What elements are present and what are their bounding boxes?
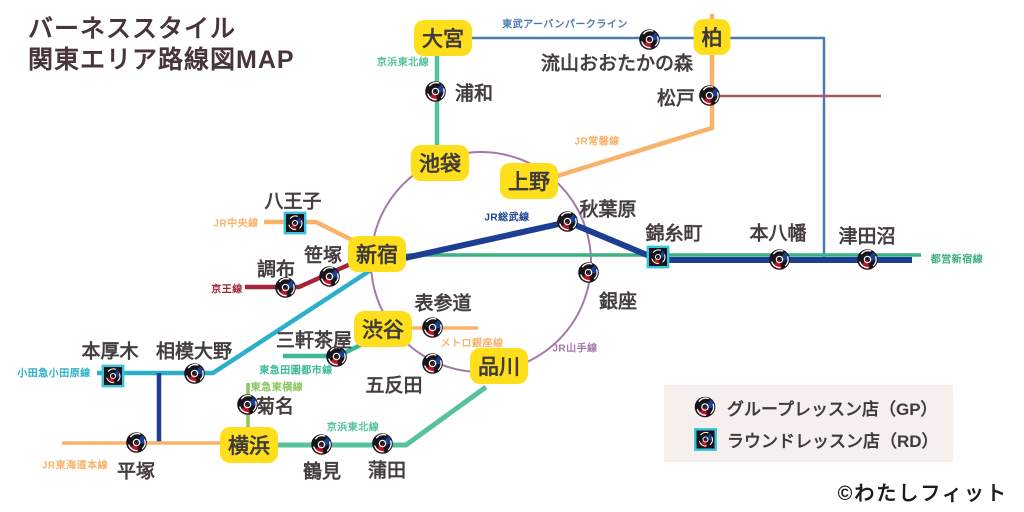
station-badge: 柏 [693, 19, 731, 55]
title-line-2: 関東エリア路線図MAP [28, 46, 295, 74]
gp-shop-icon [857, 249, 880, 272]
gp-shop-icon [326, 346, 349, 369]
station-badge: 大宮 [414, 20, 472, 56]
station-badge: 池袋 [411, 145, 469, 181]
station-label: 本厚木 [81, 341, 139, 363]
line-label: 京浜東北線 [326, 422, 380, 434]
rd-shop-icon [283, 211, 307, 235]
station-label: 松戸 [656, 88, 696, 110]
line-label: 都営新宿線 [930, 254, 984, 266]
station-label: 三軒茶屋 [275, 330, 353, 352]
line-tobu-urban-park [461, 36, 826, 258]
page-title: バーネススタイル 関東エリア路線図MAP [28, 14, 295, 76]
rd-shop-icon [101, 364, 125, 388]
legend: グループレッスン店（GP） ラウンドレッスン店（RD） [664, 385, 953, 462]
line-label: JR東海道本線 [41, 460, 109, 472]
gp-shop-icon [237, 394, 260, 417]
gp-shop-icon [319, 266, 342, 289]
line-label: 京王線 [211, 284, 243, 296]
station-label: 浦和 [454, 83, 494, 105]
line-keihin-tohoku-south [238, 384, 488, 448]
legend-item-rd: ラウンドレッスン店（RD） [694, 427, 953, 452]
station-label: 八王子 [264, 191, 322, 213]
gp-shop-icon [275, 277, 298, 300]
station-label: 錦糸町 [645, 223, 703, 245]
line-label: メトロ銀座線 [440, 338, 504, 350]
line-label: JR中央線 [213, 218, 259, 230]
gp-shop-icon [126, 432, 149, 455]
station-label: 五反田 [365, 375, 423, 397]
station-label: 相模大野 [155, 341, 233, 363]
station-label: 平塚 [116, 461, 156, 483]
gp-shop-icon [557, 211, 580, 234]
station-badge: 渋谷 [354, 311, 412, 347]
station-label: 本八幡 [749, 223, 807, 245]
line-odakyu-odawara [97, 260, 385, 376]
station-label: 津田沼 [838, 226, 896, 248]
station-badge: 上野 [500, 163, 558, 199]
gp-shop-icon [422, 317, 445, 340]
rd-shop-icon [646, 245, 670, 269]
gp-shop-icon [311, 434, 334, 457]
copyright: ©わたしフィット [837, 483, 1008, 505]
station-badge: 新宿 [348, 236, 406, 272]
station-label: 蒲田 [367, 460, 407, 482]
line-label: JR総武線 [484, 212, 530, 224]
title-line-1: バーネススタイル [28, 15, 237, 43]
gp-shop-icon [578, 262, 601, 285]
station-label: 鶴見 [302, 461, 342, 483]
line-label: JR常磐線 [574, 136, 620, 148]
station-label: 笹塚 [303, 245, 343, 267]
gp-shop-icon [639, 29, 662, 52]
line-label: 東急東横線 [250, 382, 304, 394]
legend-label-gp: グループレッスン店（GP） [727, 400, 938, 419]
station-badge: 横浜 [220, 427, 278, 463]
gp-shop-icon [699, 85, 722, 108]
legend-item-gp: グループレッスン店（GP） [694, 395, 953, 420]
line-label: 京浜東北線 [376, 57, 430, 69]
station-label: 菊名 [255, 396, 295, 418]
station-label: 流山おおたかの森 [540, 53, 694, 75]
legend-label-rd: ラウンドレッスン店（RD） [727, 432, 939, 451]
line-label: 東急田園都市線 [259, 365, 333, 377]
gp-shop-icon [425, 81, 448, 104]
rd-shop-icon [694, 428, 717, 451]
line-label: 小田急小田原線 [17, 368, 91, 380]
station-label: 銀座 [598, 291, 638, 313]
station-badge: 品川 [470, 348, 528, 384]
station-label: 秋葉原 [579, 199, 637, 221]
gp-shop-icon [769, 249, 792, 272]
gp-shop-icon [422, 353, 445, 376]
line-keio [245, 255, 365, 290]
line-label: JR山手線 [552, 343, 598, 355]
gp-shop-icon [184, 363, 207, 386]
gp-shop-icon [694, 396, 717, 419]
line-label: 東武アーバンパークライン [502, 19, 628, 31]
station-label: 調布 [256, 259, 296, 281]
station-label: 表参道 [414, 293, 472, 315]
gp-shop-icon [372, 433, 395, 456]
